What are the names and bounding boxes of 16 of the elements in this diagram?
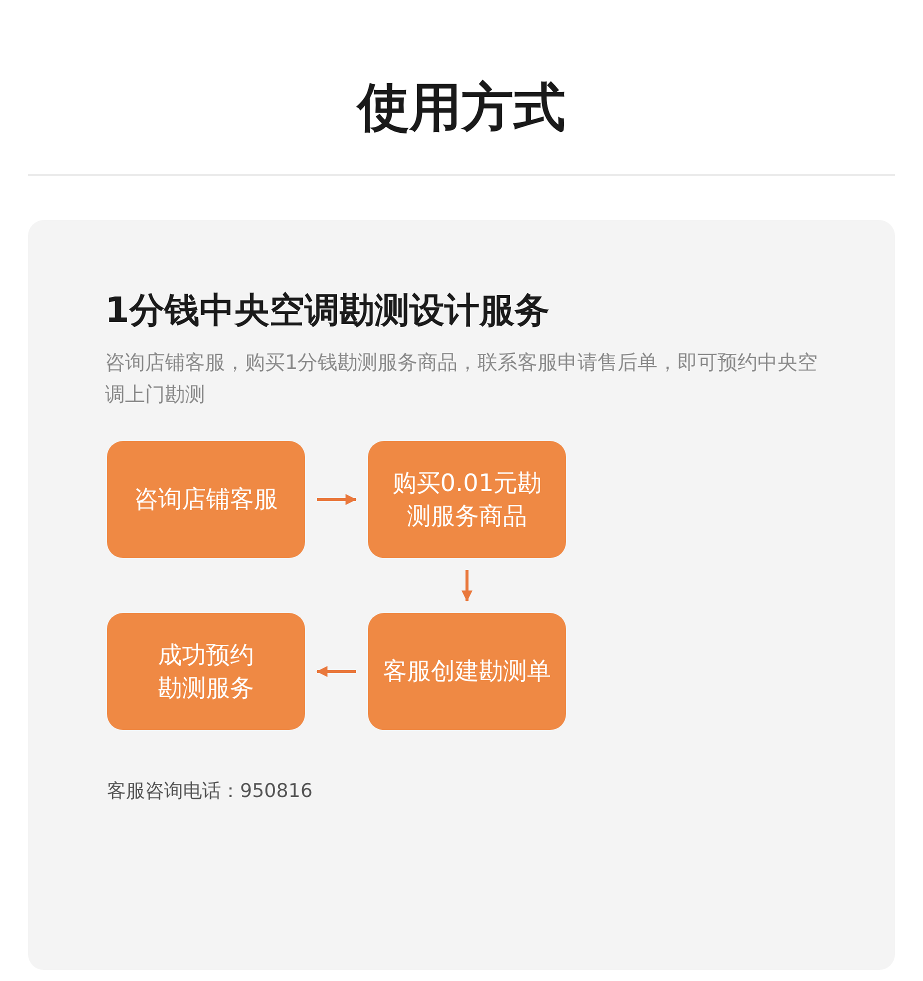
step-label: 咨询店铺客服 (134, 484, 278, 515)
step-box (107, 441, 305, 558)
arrow (317, 494, 357, 505)
step-label: 购买0.01元勘测服务商品 (391, 468, 543, 532)
step-box (368, 613, 566, 730)
description-text: 咨询店铺客服，购买1分钱勘测服务商品，联系客服申请售后单，即可预约中央空调上门勘测 (105, 349, 819, 408)
step-box (368, 441, 566, 558)
card-heading: 1分钱中央空调勘测设计服务 (105, 290, 550, 333)
hotline-text: 客服咨询电话：950816 (107, 779, 313, 804)
page-title: 使用方式 (358, 77, 566, 140)
step-box (107, 613, 305, 730)
step-label: 成功预约勘测服务 (157, 640, 255, 704)
step-label: 客服创建勘测单 (383, 656, 551, 687)
card-panel (28, 220, 895, 970)
arrow (462, 570, 472, 602)
arrow (316, 666, 356, 677)
